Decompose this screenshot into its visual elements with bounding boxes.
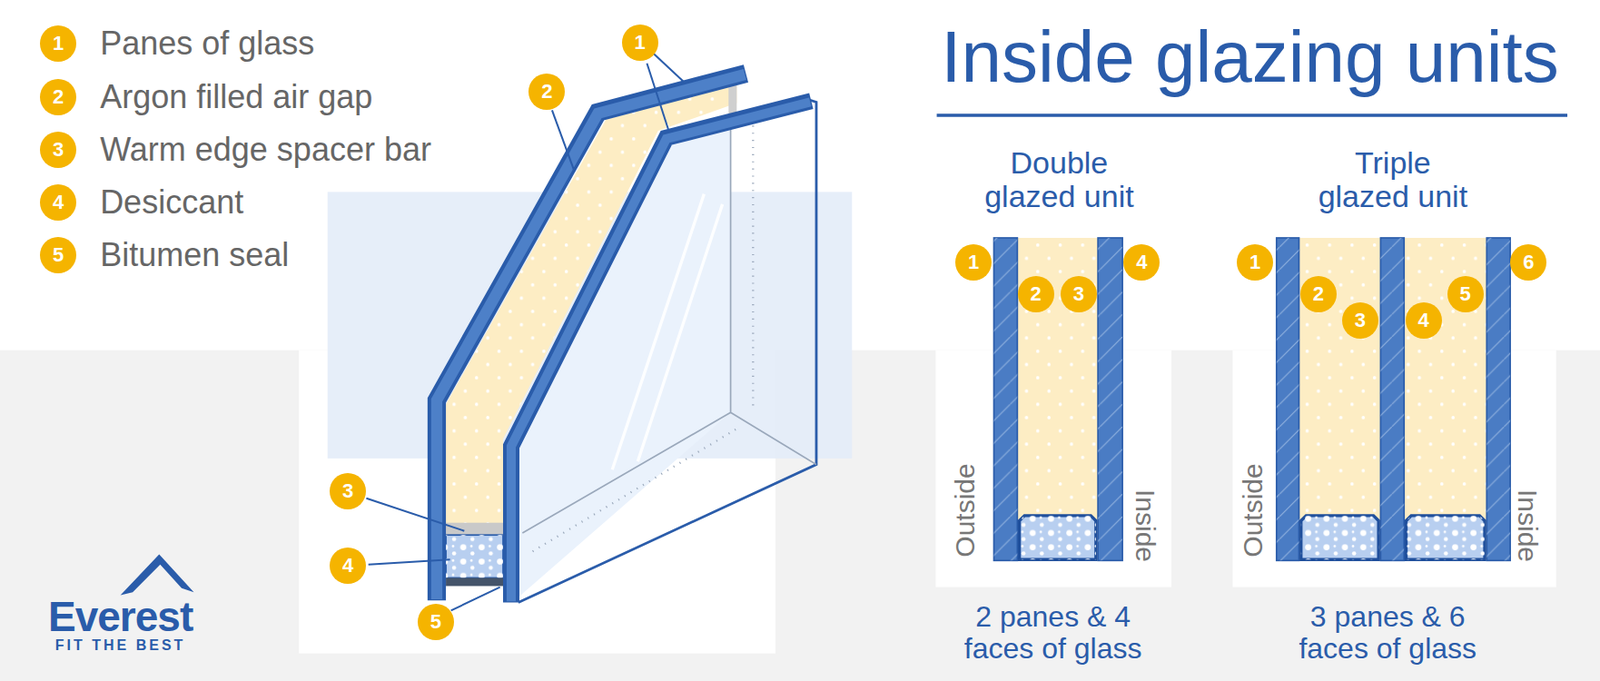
face-number: 2 bbox=[1300, 276, 1337, 313]
glass-pane bbox=[1097, 237, 1123, 561]
glass-hatch bbox=[1276, 237, 1300, 561]
title: Inside glazing units bbox=[940, 17, 1559, 98]
glass-pane-face bbox=[436, 74, 745, 600]
argon-gap bbox=[1017, 237, 1098, 561]
glass-pane bbox=[1380, 237, 1404, 561]
unit-caption: 2 panes & 4 faces of glass bbox=[948, 601, 1157, 665]
glass-pane-face bbox=[511, 101, 810, 602]
side-label: Inside bbox=[1129, 489, 1160, 563]
desiccant bbox=[445, 534, 504, 578]
side-label: Outside bbox=[1236, 464, 1267, 558]
glass-pane bbox=[511, 100, 811, 603]
face-number: 5 bbox=[1447, 276, 1484, 313]
argon-gap-dots bbox=[1299, 237, 1382, 514]
brand-name: Everest bbox=[48, 593, 193, 641]
face-number: 4 bbox=[1405, 302, 1442, 339]
unit-heading: Double glazed unit bbox=[972, 146, 1146, 215]
unit-caption: 3 panes & 6 faces of glass bbox=[1283, 601, 1492, 665]
callout-number: 4 bbox=[329, 547, 366, 584]
part-name: Bitumen seal bbox=[99, 237, 289, 274]
unit-heading: Triple glazed unit bbox=[1306, 146, 1480, 215]
argon-gap-dots bbox=[1017, 237, 1098, 514]
leader-line bbox=[652, 52, 684, 81]
face-number: 3 bbox=[1060, 276, 1097, 313]
glass-hatch bbox=[1486, 237, 1511, 561]
glass-hatch bbox=[994, 237, 1018, 561]
spacer-desiccant bbox=[1301, 515, 1379, 560]
face-number: 4 bbox=[1123, 244, 1160, 281]
glass-hatch bbox=[1380, 237, 1404, 561]
argon-gap-dots bbox=[1403, 237, 1487, 514]
callout-number: 5 bbox=[417, 603, 455, 641]
part-name: Warm edge spacer bar bbox=[99, 131, 432, 168]
face-number: 2 bbox=[1017, 276, 1055, 313]
argon-gap bbox=[1299, 237, 1382, 561]
glass-shine bbox=[612, 194, 722, 471]
desiccant-grains bbox=[1019, 515, 1097, 560]
glass-pane bbox=[994, 237, 1018, 561]
bitumen-seal bbox=[445, 577, 504, 586]
face-number: 3 bbox=[1342, 302, 1379, 339]
argon-gap bbox=[1403, 237, 1487, 561]
side-label: Outside bbox=[948, 464, 979, 558]
desiccant-grains bbox=[1405, 515, 1485, 560]
logo-mountain bbox=[120, 554, 195, 596]
part-name: Panes of glass bbox=[99, 26, 315, 63]
spacer-desiccant bbox=[1405, 515, 1485, 560]
desiccant-grains bbox=[445, 534, 504, 578]
callout-number: 1 bbox=[622, 24, 659, 61]
leader-line bbox=[552, 109, 575, 171]
leader-line bbox=[451, 587, 501, 612]
callout-number: 1 bbox=[39, 25, 77, 62]
face-number: 6 bbox=[1510, 244, 1547, 281]
spacer-bar bbox=[445, 523, 504, 535]
glass-hatch bbox=[1097, 237, 1123, 561]
leader-line bbox=[365, 498, 465, 532]
part-name: Desiccant bbox=[99, 184, 244, 221]
face-number: 1 bbox=[955, 244, 992, 281]
glass-pane bbox=[1276, 237, 1300, 561]
callout-number: 3 bbox=[39, 131, 77, 168]
brand-tagline: FIT THE BEST bbox=[55, 637, 187, 654]
leader-line bbox=[646, 63, 669, 130]
side-label: Inside bbox=[1512, 489, 1543, 563]
spacer-desiccant bbox=[1019, 515, 1097, 560]
part-name: Argon filled air gap bbox=[99, 79, 373, 116]
callout-number: 2 bbox=[528, 73, 565, 110]
callout-number: 2 bbox=[39, 79, 77, 116]
callout-number: 3 bbox=[329, 473, 366, 510]
title-rule bbox=[937, 113, 1568, 117]
face-number: 1 bbox=[1236, 244, 1274, 281]
callout-number: 5 bbox=[39, 237, 77, 274]
desiccant-grains bbox=[1301, 515, 1379, 560]
glass-pane bbox=[436, 73, 746, 601]
callout-number: 4 bbox=[39, 184, 77, 221]
glass-pane bbox=[1486, 237, 1511, 561]
leader-line bbox=[368, 559, 451, 565]
